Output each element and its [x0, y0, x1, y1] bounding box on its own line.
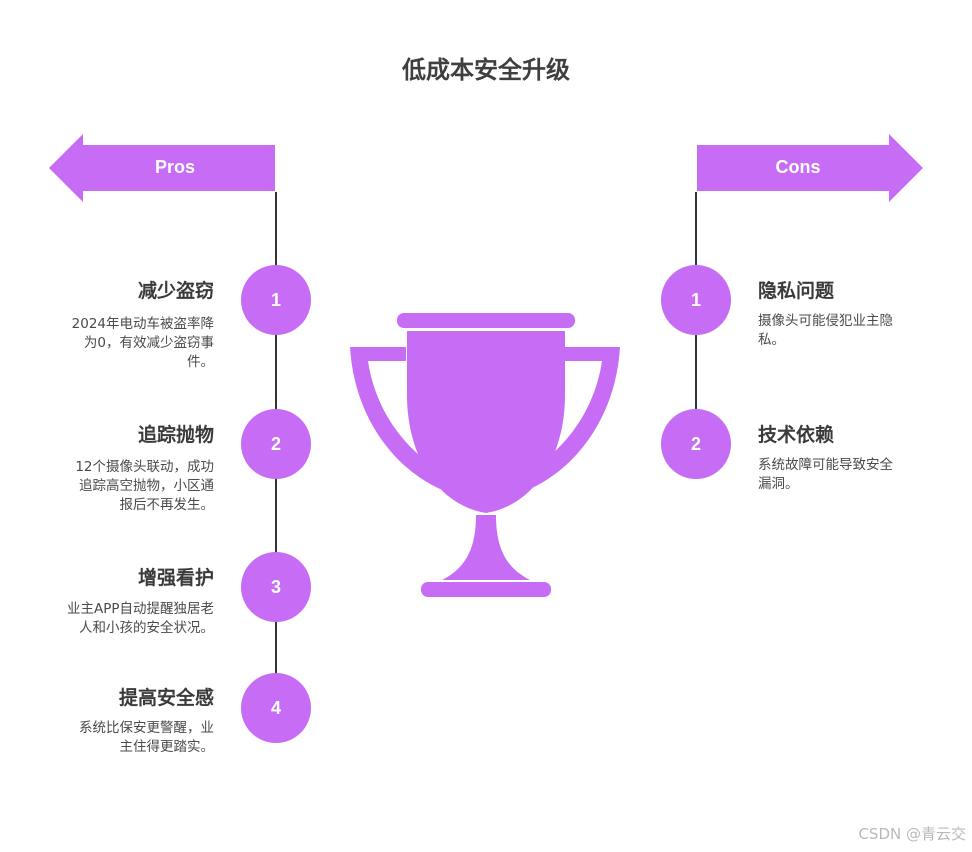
- desc-line: 系统故障可能导致安全: [758, 457, 893, 473]
- cons-item-2-number: 2: [661, 409, 731, 479]
- page-title: 低成本安全升级: [402, 56, 570, 84]
- pros-item-1-number: 1: [241, 265, 311, 335]
- pros-item-2-title: 追踪抛物: [137, 424, 214, 446]
- pros-item-4-desc: 系统比保安更警醒，业 主住得更踏实。: [34, 719, 214, 757]
- desc-line: 2024年电动车被盗率降: [71, 316, 214, 332]
- pros-item-3-title: 增强看护: [137, 567, 214, 589]
- pros-arrow: [49, 134, 275, 202]
- cons-arrow: [697, 134, 923, 202]
- watermark: CSDN @青云交: [858, 825, 966, 843]
- cons-item-1-title: 隐私问题: [758, 280, 835, 302]
- pros-item-2-number: 2: [241, 409, 311, 479]
- desc-line: 系统比保安更警醒，业: [79, 720, 214, 736]
- desc-line: 私。: [758, 332, 785, 348]
- desc-line: 为0，有效减少盗窃事: [83, 335, 214, 351]
- pros-item-4-title: 提高安全感: [118, 687, 214, 709]
- desc-line: 摄像头可能侵犯业主隐: [758, 313, 893, 329]
- desc-line: 业主APP自动提醒独居老: [66, 601, 214, 617]
- desc-line: 漏洞。: [758, 476, 799, 492]
- pros-item-1-title: 减少盗窃: [137, 280, 214, 302]
- pros-item-2-desc: 12个摄像头联动，成功 追踪高空抛物，小区通 报后不再发生。: [34, 458, 214, 515]
- desc-line: 追踪高空抛物，小区通: [79, 478, 214, 494]
- cons-item-1-number: 1: [661, 265, 731, 335]
- cons-label: Cons: [775, 157, 821, 177]
- pros-label: Pros: [154, 157, 196, 177]
- desc-line: 12个摄像头联动，成功: [75, 459, 214, 475]
- cons-item-1-desc: 摄像头可能侵犯业主隐 私。: [758, 312, 938, 350]
- desc-line: 报后不再发生。: [119, 497, 215, 513]
- pros-item-3-number: 3: [241, 552, 311, 622]
- desc-line: 件。: [187, 354, 214, 370]
- desc-line: 人和小孩的安全状况。: [79, 620, 214, 636]
- pros-item-4-number: 4: [241, 673, 311, 743]
- cons-item-2-title: 技术依赖: [758, 424, 835, 446]
- pros-item-1-desc: 2024年电动车被盗率降 为0，有效减少盗窃事 件。: [34, 315, 214, 372]
- desc-line: 主住得更踏实。: [119, 739, 215, 755]
- trophy-icon: [350, 313, 620, 597]
- cons-item-2-desc: 系统故障可能导致安全 漏洞。: [758, 456, 938, 494]
- pros-item-3-desc: 业主APP自动提醒独居老 人和小孩的安全状况。: [24, 600, 214, 638]
